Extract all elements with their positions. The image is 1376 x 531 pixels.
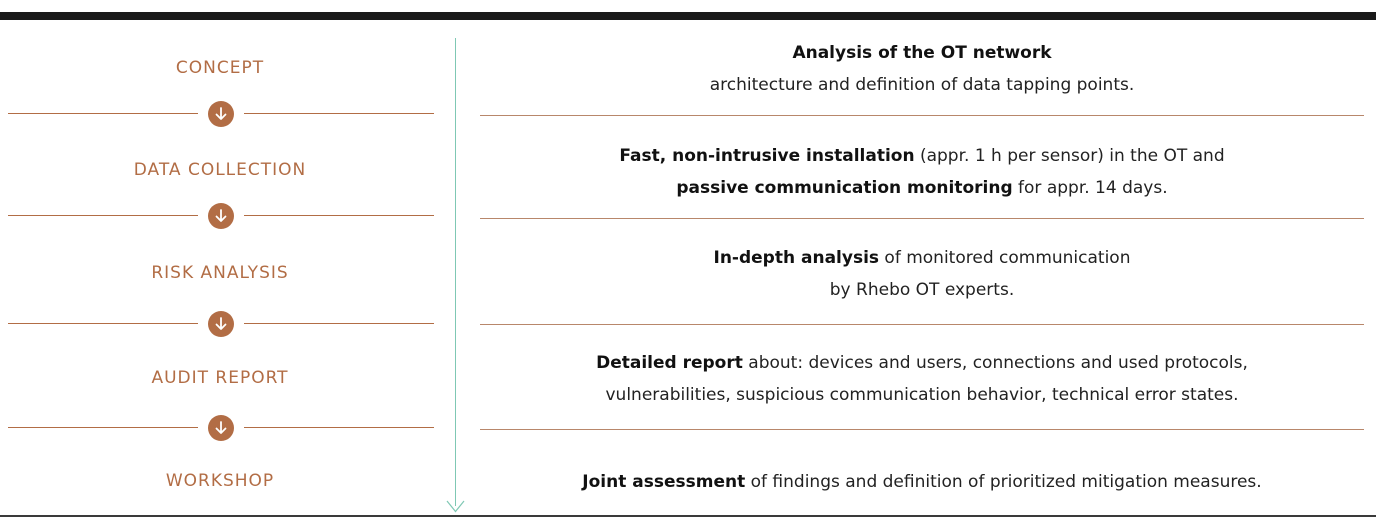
timeline-line [455,38,456,506]
process-steps: CONCEPT DATA COLLECTION RISK ANALYSIS AU… [0,0,440,531]
description-text: about: devices and users, connections an… [742,353,1248,373]
step-workshop: WORKSHOP [165,471,275,491]
description-emphasis: In-depth analysis [713,248,880,268]
description-emphasis: Joint assessment [582,472,746,492]
description-line: passive communication monitoring for app… [480,172,1364,204]
step-data-collection: DATA COLLECTION [133,160,307,180]
description-line: vulnerabilities, suspicious communicatio… [480,379,1364,411]
description-concept: Analysis of the OT network architecture … [480,37,1364,101]
description-emphasis: passive communication monitoring [676,178,1013,198]
description-data-collection: Fast, non-intrusive installation (appr. … [480,140,1364,204]
description-line: by Rhebo OT experts. [480,274,1364,306]
connector-line [244,427,434,428]
description-audit-report: Detailed report about: devices and users… [480,347,1364,411]
description-separator [480,218,1364,219]
description-separator [480,324,1364,325]
connector-line [8,215,198,216]
description-line: Detailed report about: devices and users… [480,347,1364,379]
bottom-rule [0,515,1376,517]
description-line: Joint assessment of findings and definit… [480,466,1364,498]
connector-line [8,427,198,428]
connector-line [8,113,198,114]
description-text: (appr. 1 h per sensor) in the OT and [914,146,1225,166]
step-connector [8,203,434,229]
connector-line [244,323,434,324]
description-text: for appr. 14 days. [1012,178,1168,198]
description-emphasis: Analysis of the OT network [792,43,1052,63]
step-connector [8,311,434,337]
step-concept: CONCEPT [175,58,265,78]
description-text: by Rhebo OT experts. [829,280,1015,300]
description-separator [480,115,1364,116]
top-rule [0,12,1376,20]
description-workshop: Joint assessment of findings and definit… [480,466,1364,498]
arrow-down-circle-icon [208,311,234,337]
step-descriptions: Analysis of the OT network architecture … [480,0,1364,531]
connector-line [244,113,434,114]
arrow-down-circle-icon [208,101,234,127]
description-emphasis: Fast, non-intrusive installation [619,146,915,166]
description-risk-analysis: In-depth analysis of monitored communica… [480,242,1364,306]
connector-line [244,215,434,216]
step-connector [8,415,434,441]
step-connector [8,101,434,127]
arrow-down-circle-icon [208,203,234,229]
description-line: In-depth analysis of monitored communica… [480,242,1364,274]
description-separator [480,429,1364,430]
arrow-down-circle-icon [208,415,234,441]
step-risk-analysis: RISK ANALYSIS [151,263,289,283]
description-line: architecture and definition of data tapp… [480,69,1364,101]
connector-line [8,323,198,324]
description-text: vulnerabilities, suspicious communicatio… [605,385,1239,405]
description-emphasis: Detailed report [596,353,743,373]
description-line: Fast, non-intrusive installation (appr. … [480,140,1364,172]
description-line: Analysis of the OT network [480,37,1364,69]
description-text: of monitored communication [879,248,1131,268]
description-text: of findings and definition of prioritize… [745,472,1262,492]
step-audit-report: AUDIT REPORT [151,368,289,388]
description-text: architecture and definition of data tapp… [709,75,1135,95]
chevron-down-icon [446,498,465,513]
